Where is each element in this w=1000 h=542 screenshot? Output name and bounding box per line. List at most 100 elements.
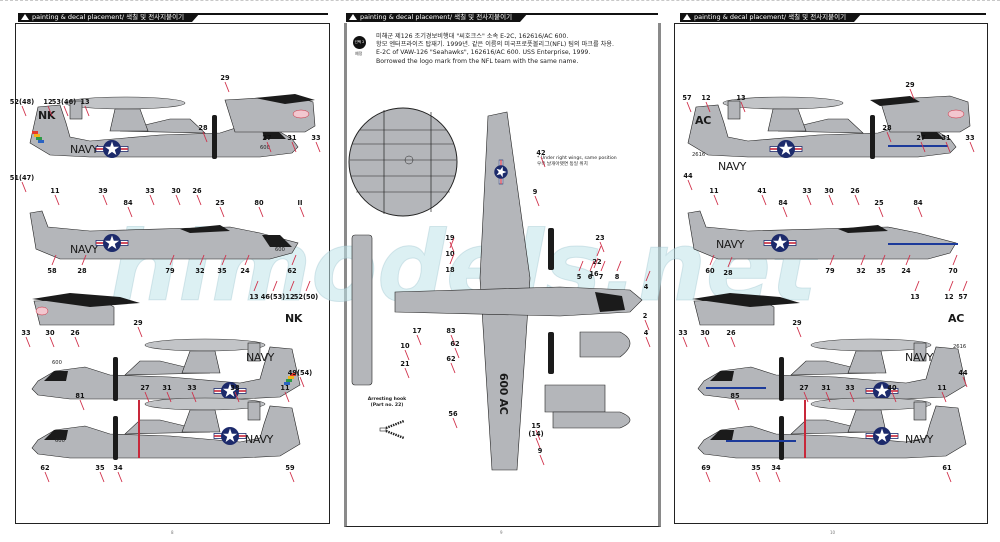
callout-leader-line <box>137 326 143 338</box>
decal-callout-number: 28 <box>198 124 208 132</box>
decal-callout-number: 84 <box>913 199 923 207</box>
decal-callout-number: 13 <box>736 94 746 102</box>
top-view-left: NAVY 600 <box>29 210 299 260</box>
radome-detail-right <box>870 95 971 133</box>
section-header-text: painting & decal placement/ 색칠 및 전사지붙이기 <box>360 13 513 21</box>
tail-code: AC <box>695 114 711 127</box>
callout-leader-line <box>761 194 767 206</box>
decal-callout-number: 85 <box>730 392 740 400</box>
callout-leader-line <box>616 260 622 272</box>
decal-callout-number: 32 <box>195 267 205 275</box>
wing-note-line: 우측 날개아랫면 동일 위치 <box>537 162 588 167</box>
callout-leader-line <box>952 254 958 266</box>
callout-leader-line <box>149 194 155 206</box>
callout-leader-line <box>99 471 105 483</box>
decal-callout-number: 25 <box>874 199 884 207</box>
decal-callout-number: 11 <box>937 384 947 392</box>
option-badge: 선택 2 <box>353 36 366 49</box>
triangle-icon <box>349 14 357 20</box>
decal-callout-number: 84 <box>778 199 788 207</box>
callout-leader-line <box>63 105 69 117</box>
fuselage-navy-text: NAVY <box>245 433 274 446</box>
decal-callout-number: 13 <box>80 98 90 106</box>
callout-leader-line <box>272 280 278 292</box>
decal-callout-number: 57 <box>958 293 968 301</box>
decal-callout-number: 12 <box>701 94 711 102</box>
decal-callout-number: 7 <box>599 273 604 281</box>
decal-callout-number: 62 <box>446 355 456 363</box>
description-line: Borrowed the logo mark from the NFL team… <box>376 57 579 65</box>
decal-callout-number: 31 <box>821 384 831 392</box>
description-line: E-2C of VAW-126 "Seahawks", 162616/AC 60… <box>376 49 591 57</box>
decal-callout-number: 29 <box>905 81 915 89</box>
bottom-side-view-left-page <box>31 397 301 461</box>
section-header-text: painting & decal placement/ 색칠 및 전사지붙이기 <box>32 13 185 21</box>
decal-callout-number: 33 <box>21 329 31 337</box>
fuselage-navy-text: NAVY <box>70 143 99 156</box>
callout-leader-line <box>540 156 546 168</box>
callout-leader-line <box>589 260 595 272</box>
callout-leader-line <box>535 437 541 449</box>
fuselage-navy-text: NAVY <box>70 243 99 256</box>
callout-leader-line <box>191 391 197 403</box>
arresting-hook-title-line: Arresting hook <box>367 397 407 402</box>
decal-callout-number: 79 <box>825 267 835 275</box>
callout-leader-line <box>828 194 834 206</box>
wing-code: 600 AC <box>497 373 510 415</box>
callout-leader-line <box>102 194 108 206</box>
decal-callout-number: 10 <box>445 250 455 258</box>
decal-callout-number: 62 <box>287 267 297 275</box>
callout-leader-line <box>645 270 651 282</box>
callout-leader-line <box>740 101 746 113</box>
decal-callout-number: 28 <box>77 267 87 275</box>
callout-leader-line <box>449 237 455 249</box>
decal-callout-number: 33 <box>187 384 197 392</box>
fuselage-navy-text: NAVY <box>718 160 747 173</box>
callout-leader-line <box>221 254 227 266</box>
right-side-view-right-page <box>697 338 967 402</box>
decal-callout-number: 12 <box>43 98 53 106</box>
decal-callout-number: 59 <box>285 464 295 472</box>
fuselage-navy-text: NAVY <box>246 351 275 364</box>
decal-callout-number: 28 <box>723 269 733 277</box>
callout-leader-line <box>796 326 802 338</box>
cockpit-detail-right <box>692 293 800 326</box>
decal-callout-number: 31 <box>287 134 297 142</box>
page-number: 10 <box>830 530 836 535</box>
callout-leader-line <box>860 254 866 266</box>
callout-leader-line <box>404 349 410 361</box>
callout-leader-line <box>734 399 740 411</box>
top-view-right <box>687 210 958 260</box>
callout-leader-line <box>806 194 812 206</box>
callout-leader-line <box>948 280 954 292</box>
decal-callout-number: 32 <box>856 267 866 275</box>
callout-leader-line <box>687 179 693 191</box>
decal-callout-number: II <box>298 199 303 207</box>
fuselage-navy-text: NAVY <box>905 433 934 446</box>
callout-leader-line <box>144 391 150 403</box>
decal-callout-number: 19 <box>445 234 455 242</box>
decal-callout-number: 24 <box>901 267 911 275</box>
decal-callout-number: 53(46) <box>52 98 76 106</box>
bottom-side-view-right-page <box>697 397 967 461</box>
callout-leader-line <box>202 131 208 143</box>
callout-leader-line <box>449 241 455 253</box>
decal-callout-number: 27 <box>262 134 272 142</box>
callout-leader-line <box>54 194 60 206</box>
decal-callout-number: 16 <box>589 270 599 278</box>
modex-number: 600 <box>55 438 65 444</box>
callout-leader-line <box>962 280 968 292</box>
decal-callout-number: 41 <box>757 187 767 195</box>
callout-leader-line <box>299 206 305 218</box>
decal-callout-number: 35 <box>751 464 761 472</box>
callout-leader-line <box>74 336 80 348</box>
decal-callout-number: 31 <box>162 384 172 392</box>
callout-leader-line <box>169 254 175 266</box>
arresting-hook-diagram <box>379 419 405 440</box>
decal-callout-number: 33 <box>802 187 812 195</box>
description-line: 항모 엔터프라이즈 탑재기. 1999년. 같은 이름의 미국프로풋볼리그(NF… <box>376 41 614 49</box>
decal-callout-number: 13 <box>910 293 920 301</box>
section-header: painting & decal placement/ 색칠 및 전사지붙이기 <box>346 13 528 22</box>
decal-callout-number: 24 <box>240 267 250 275</box>
callout-leader-line <box>291 254 297 266</box>
